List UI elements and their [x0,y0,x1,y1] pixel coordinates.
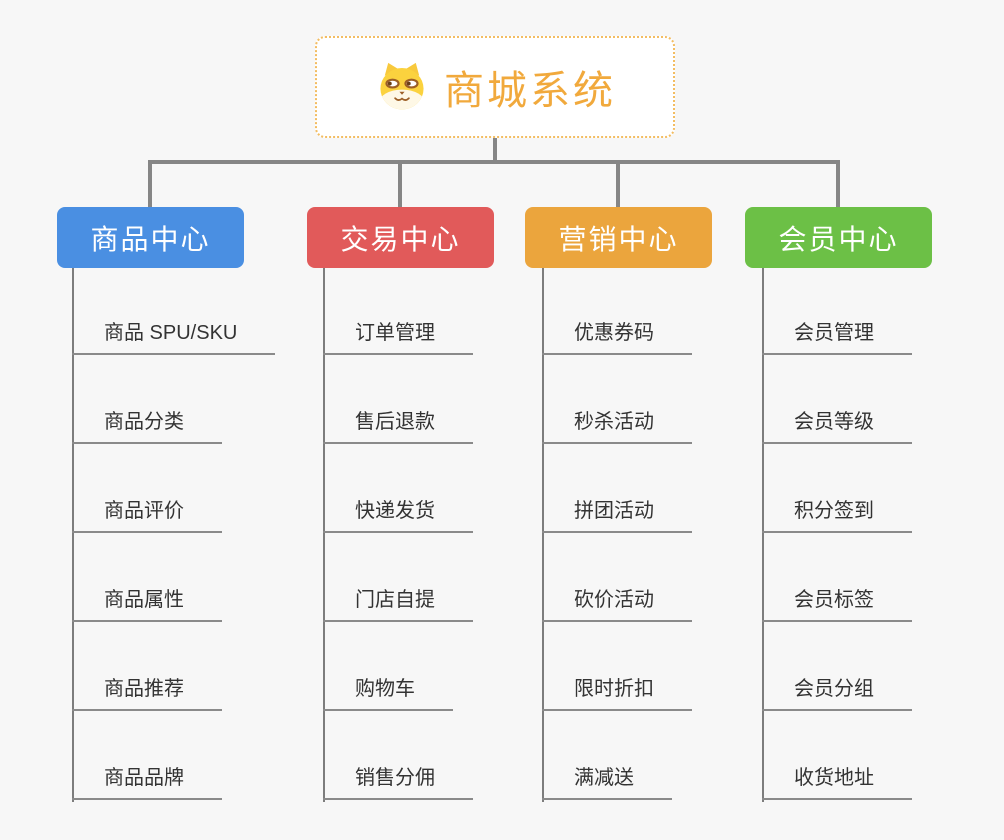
leaf-item[interactable]: 商品属性 [72,587,222,622]
leaf-item[interactable]: 积分签到 [762,498,912,533]
leaf-item[interactable]: 优惠券码 [542,320,692,355]
leaf-item[interactable]: 商品推荐 [72,676,222,711]
leaf-item[interactable]: 收货地址 [762,765,912,800]
leaf-item[interactable]: 会员分组 [762,676,912,711]
connector-drop-branch-4 [836,162,840,207]
leaf-item[interactable]: 销售分佣 [323,765,473,800]
connector-drop-branch-1 [148,162,152,207]
leaf-item[interactable]: 限时折扣 [542,676,692,711]
leaf-item[interactable]: 商品 SPU/SKU [72,320,276,355]
leaf-item[interactable]: 商品分类 [72,409,222,444]
connector-drop-branch-3 [616,162,620,207]
leaf-item[interactable]: 秒杀活动 [542,409,692,444]
branch-node-member-center[interactable]: 会员中心 [745,207,932,268]
leaf-item[interactable]: 购物车 [323,676,453,711]
trunk-line [323,268,325,802]
branch-node-product-center[interactable]: 商品中心 [57,207,244,268]
branch-node-marketing-center[interactable]: 营销中心 [525,207,712,268]
shiba-dog-icon [374,62,430,112]
trunk-line [542,268,544,802]
leaf-item[interactable]: 砍价活动 [542,587,692,622]
leaf-item[interactable]: 商品评价 [72,498,222,533]
leaf-item[interactable]: 会员管理 [762,320,912,355]
connector-root-stub [493,138,497,162]
leaf-item[interactable]: 售后退款 [323,409,473,444]
leaf-item[interactable]: 门店自提 [323,587,473,622]
connector-horizontal-bar [148,160,840,164]
connector-drop-branch-2 [398,162,402,207]
trunk-line [72,268,74,802]
leaf-item[interactable]: 满减送 [542,765,672,800]
trunk-line [762,268,764,802]
leaf-item[interactable]: 商品品牌 [72,765,222,800]
leaf-item[interactable]: 订单管理 [323,320,473,355]
branch-node-trade-center[interactable]: 交易中心 [307,207,494,268]
leaf-item[interactable]: 快递发货 [323,498,473,533]
leaf-item[interactable]: 拼团活动 [542,498,692,533]
leaf-item[interactable]: 会员等级 [762,409,912,444]
root-title: 商城系统 [444,69,616,113]
leaf-item[interactable]: 会员标签 [762,587,912,622]
root-node[interactable]: 商城系统 [315,36,675,138]
